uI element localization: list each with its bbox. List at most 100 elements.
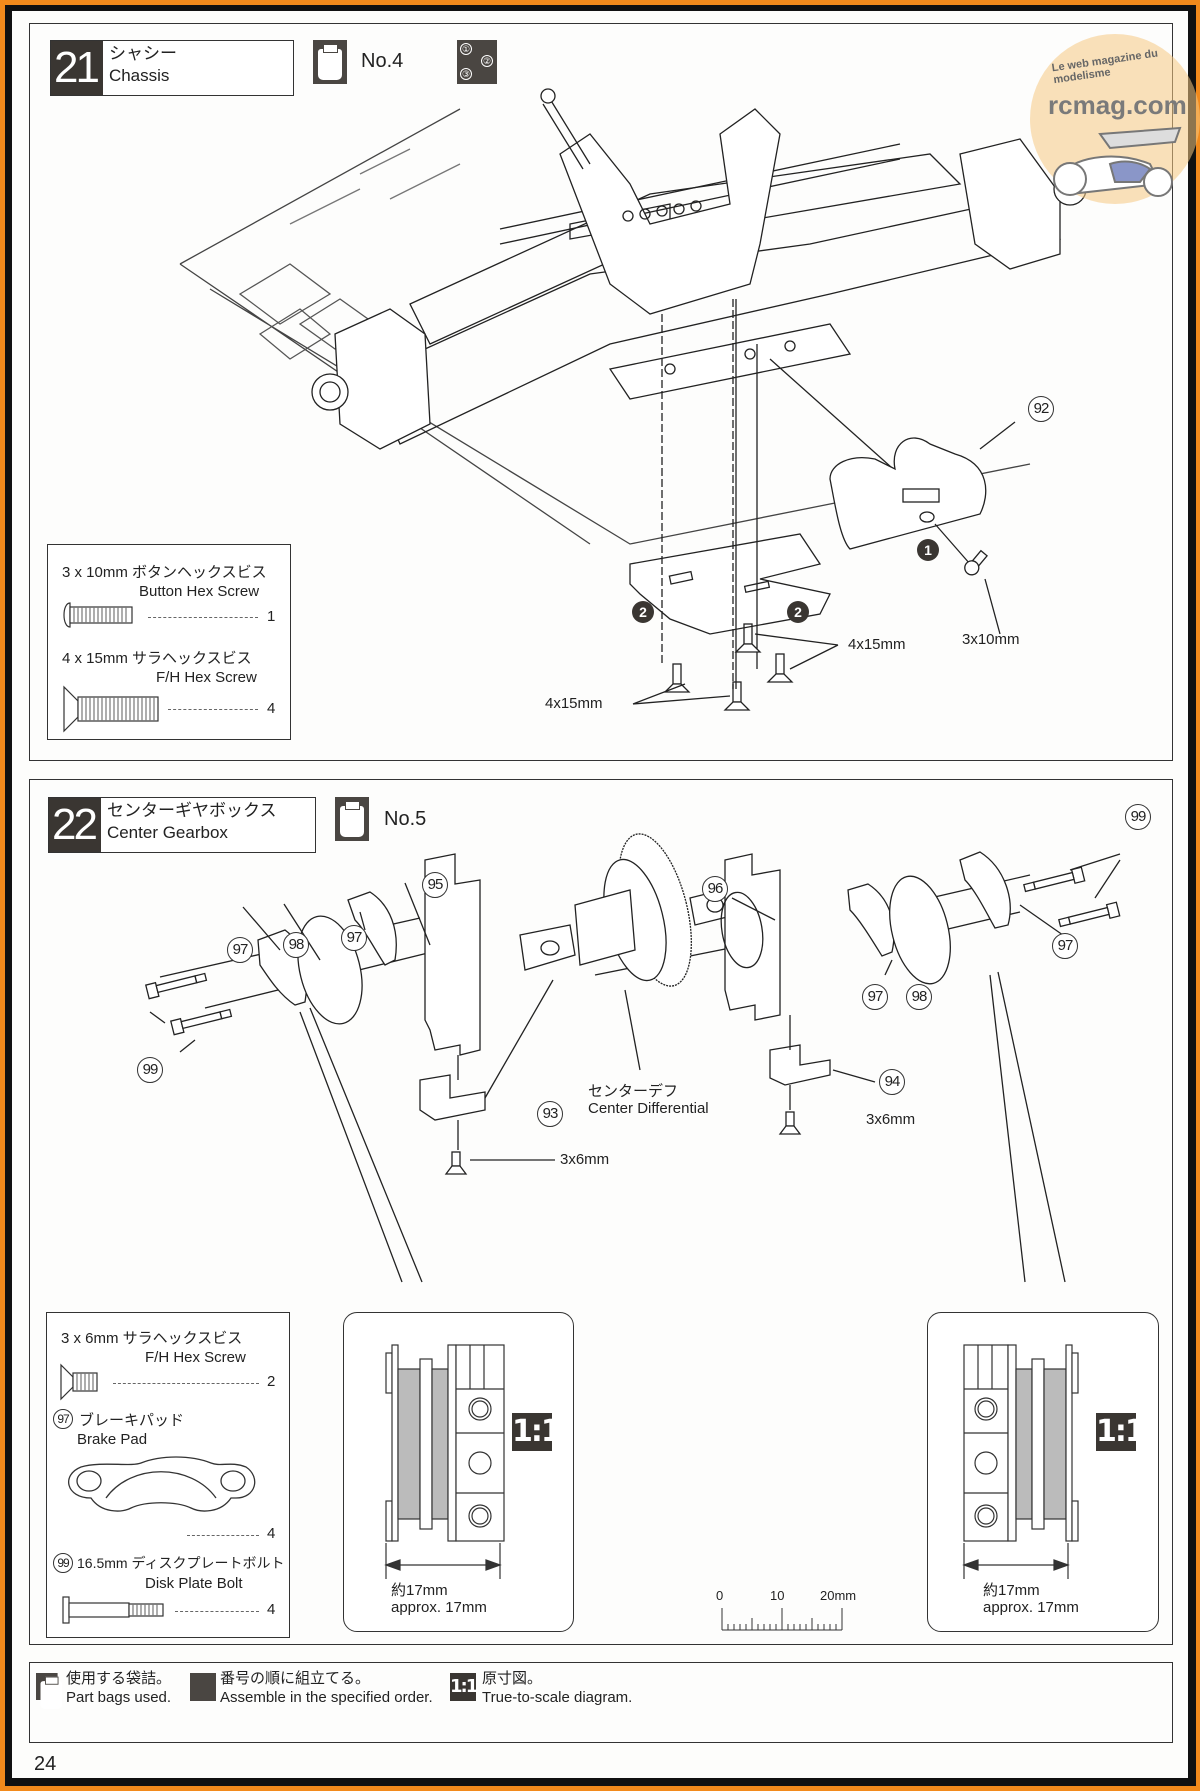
callout-92: 92 bbox=[1028, 396, 1054, 422]
legend-text-en: Assemble in the specified order. bbox=[220, 1689, 433, 1706]
caliper-section-drawing bbox=[385, 1344, 505, 1542]
callout-99: 99 bbox=[1125, 804, 1151, 830]
qty-leader bbox=[175, 1611, 259, 1612]
order-marker-2: 2 bbox=[787, 601, 809, 623]
part-size-jp: 16.5mm ディスクプレートボルト bbox=[77, 1555, 285, 1571]
bag-label: No.5 bbox=[384, 808, 427, 830]
part-qty: 4 bbox=[267, 700, 276, 717]
disk-plate-bolt bbox=[1058, 901, 1121, 928]
step-22-parts-box: 3 x 6mm サラヘックスビス F/H Hex Screw 2 97 ブレーキ… bbox=[46, 1312, 290, 1638]
part-size-jp: 3 x 10mm ボタンヘックスビス bbox=[62, 564, 267, 581]
legend-text-en: True-to-scale diagram. bbox=[482, 1689, 633, 1706]
part-size-jp: 4 x 15mm サラヘックスビス bbox=[62, 650, 252, 667]
left-hub bbox=[334, 308, 431, 450]
assembly-order-icon: ① ② ③ bbox=[457, 40, 497, 84]
part-name-en: Brake Pad bbox=[77, 1431, 148, 1448]
legend-assembly-order: 番号の順に組立てる。 Assemble in the specified ord… bbox=[220, 1669, 433, 1707]
icon-legend: 使用する袋詰。 Part bags used. 番号の順に組立てる。 Assem… bbox=[29, 1662, 1173, 1743]
callout-99: 99 bbox=[53, 1553, 73, 1573]
gearbox-housing-95 bbox=[424, 853, 481, 1056]
true-scale-icon: 1:1 bbox=[450, 1673, 478, 1701]
center-gearbox-diagram bbox=[144, 833, 1121, 1283]
mount-93 bbox=[419, 1074, 486, 1121]
dimension-label-4x15: 4x15mm bbox=[848, 636, 906, 653]
page-number: 24 bbox=[34, 1753, 57, 1775]
right-hub bbox=[959, 138, 1061, 270]
flat-head-screw bbox=[444, 1151, 468, 1175]
part-size-jp: 3 x 6mm サラヘックスビス bbox=[61, 1330, 243, 1347]
qty-leader bbox=[113, 1383, 259, 1384]
button-hex-screw bbox=[964, 549, 988, 576]
step-21-panel: 2 1 シャシー Chassis No.4 ① ② ③ bbox=[29, 23, 1200, 761]
shock-tower bbox=[559, 108, 781, 315]
part-qty: 2 bbox=[267, 1373, 276, 1390]
disk-plate-bolt bbox=[144, 972, 208, 1000]
part-bag-icon bbox=[335, 797, 369, 841]
qty-leader bbox=[168, 709, 258, 710]
callout-96: 96 bbox=[702, 876, 728, 902]
true-scale-badge: 1:1 bbox=[1096, 1413, 1146, 1451]
part-name-en: F/H Hex Screw bbox=[145, 1349, 246, 1366]
leader-line bbox=[769, 358, 911, 485]
front-brace bbox=[608, 323, 852, 400]
part-qty: 4 bbox=[267, 1601, 276, 1618]
step-21-parts-box: 3 x 10mm ボタンヘックスビス Button Hex Screw 1 4 … bbox=[47, 544, 291, 740]
flat-head-screw bbox=[778, 1111, 802, 1135]
step-22-header: 22 センターギヤボックス Center Gearbox bbox=[48, 797, 316, 853]
brake-pad-icon bbox=[68, 1456, 256, 1512]
step-title: シャシー Chassis bbox=[103, 41, 185, 95]
step-title-jp: シャシー bbox=[108, 44, 177, 63]
part-name-en: F/H Hex Screw bbox=[156, 669, 257, 686]
brake-disk bbox=[889, 875, 951, 985]
order-digit: ② bbox=[481, 55, 493, 67]
ruler-ticks bbox=[721, 1608, 843, 1631]
center-diff-label-en: Center Differential bbox=[588, 1100, 709, 1117]
callout-98: 98 bbox=[283, 932, 309, 958]
callout-97: 97 bbox=[1052, 933, 1078, 959]
legend-true-scale: 原寸図。 True-to-scale diagram. bbox=[482, 1669, 632, 1707]
step-title-en: Chassis bbox=[108, 66, 170, 85]
step-title-jp: センターギヤボックス bbox=[106, 801, 277, 820]
ruler-tick-label: 10 bbox=[770, 1588, 785, 1603]
mount-94 bbox=[769, 1044, 831, 1086]
part-92-guard bbox=[829, 437, 987, 550]
rear-arm bbox=[409, 153, 962, 345]
detail-view-right: 1:1 約17mm approx. 17mm bbox=[927, 1312, 1159, 1632]
legend-text-en: Part bags used. bbox=[66, 1689, 172, 1706]
dimension-arrow bbox=[962, 1543, 1070, 1579]
ruler-tick-label: 20mm bbox=[820, 1588, 857, 1603]
callout-97: 97 bbox=[341, 925, 367, 951]
part-qty: 1 bbox=[267, 608, 276, 625]
legend-text-jp: 原寸図。 bbox=[482, 1670, 543, 1687]
disk-plate-bolt bbox=[169, 1008, 233, 1036]
detail-view-left: 1:1 約17mm approx. 17mm bbox=[343, 1312, 574, 1632]
callout-97: 97 bbox=[862, 984, 888, 1010]
part-name-en: Button Hex Screw bbox=[139, 583, 260, 600]
dimension-label-4x15: 4x15mm bbox=[545, 695, 603, 712]
dimension-label-3x10: 3x10mm bbox=[962, 631, 1020, 648]
qty-leader bbox=[148, 617, 258, 618]
flat-head-screw bbox=[663, 663, 691, 693]
left-axle bbox=[311, 373, 349, 411]
center-diff-label-jp: センターデフ bbox=[588, 1083, 679, 1100]
true-scale-badge: 1:1 bbox=[512, 1413, 562, 1451]
bag-label: No.4 bbox=[361, 50, 404, 72]
callout-94: 94 bbox=[879, 1069, 905, 1095]
dimension-arrow bbox=[384, 1543, 502, 1579]
ruler-tick-label: 0 bbox=[716, 1588, 724, 1603]
dimension-label-jp: 約17mm bbox=[983, 1582, 1040, 1599]
dimension-label-jp: 約17mm bbox=[391, 1582, 448, 1599]
part-bag-icon bbox=[36, 1673, 63, 1709]
step-number: 22 bbox=[49, 798, 101, 852]
center-differential bbox=[519, 833, 736, 987]
brake-pad bbox=[847, 883, 895, 957]
order-marker-1: 1 bbox=[917, 539, 939, 561]
gearbox-housing-96 bbox=[724, 853, 781, 1021]
callout-97: 97 bbox=[53, 1409, 73, 1429]
flat-head-hex-screw-icon bbox=[63, 685, 159, 733]
part-bag-icon bbox=[313, 40, 347, 84]
callout-97: 97 bbox=[227, 937, 253, 963]
callout-93: 93 bbox=[537, 1101, 563, 1127]
order-marker-2: 2 bbox=[632, 601, 654, 623]
part-size-jp: ブレーキパッド bbox=[79, 1412, 185, 1429]
